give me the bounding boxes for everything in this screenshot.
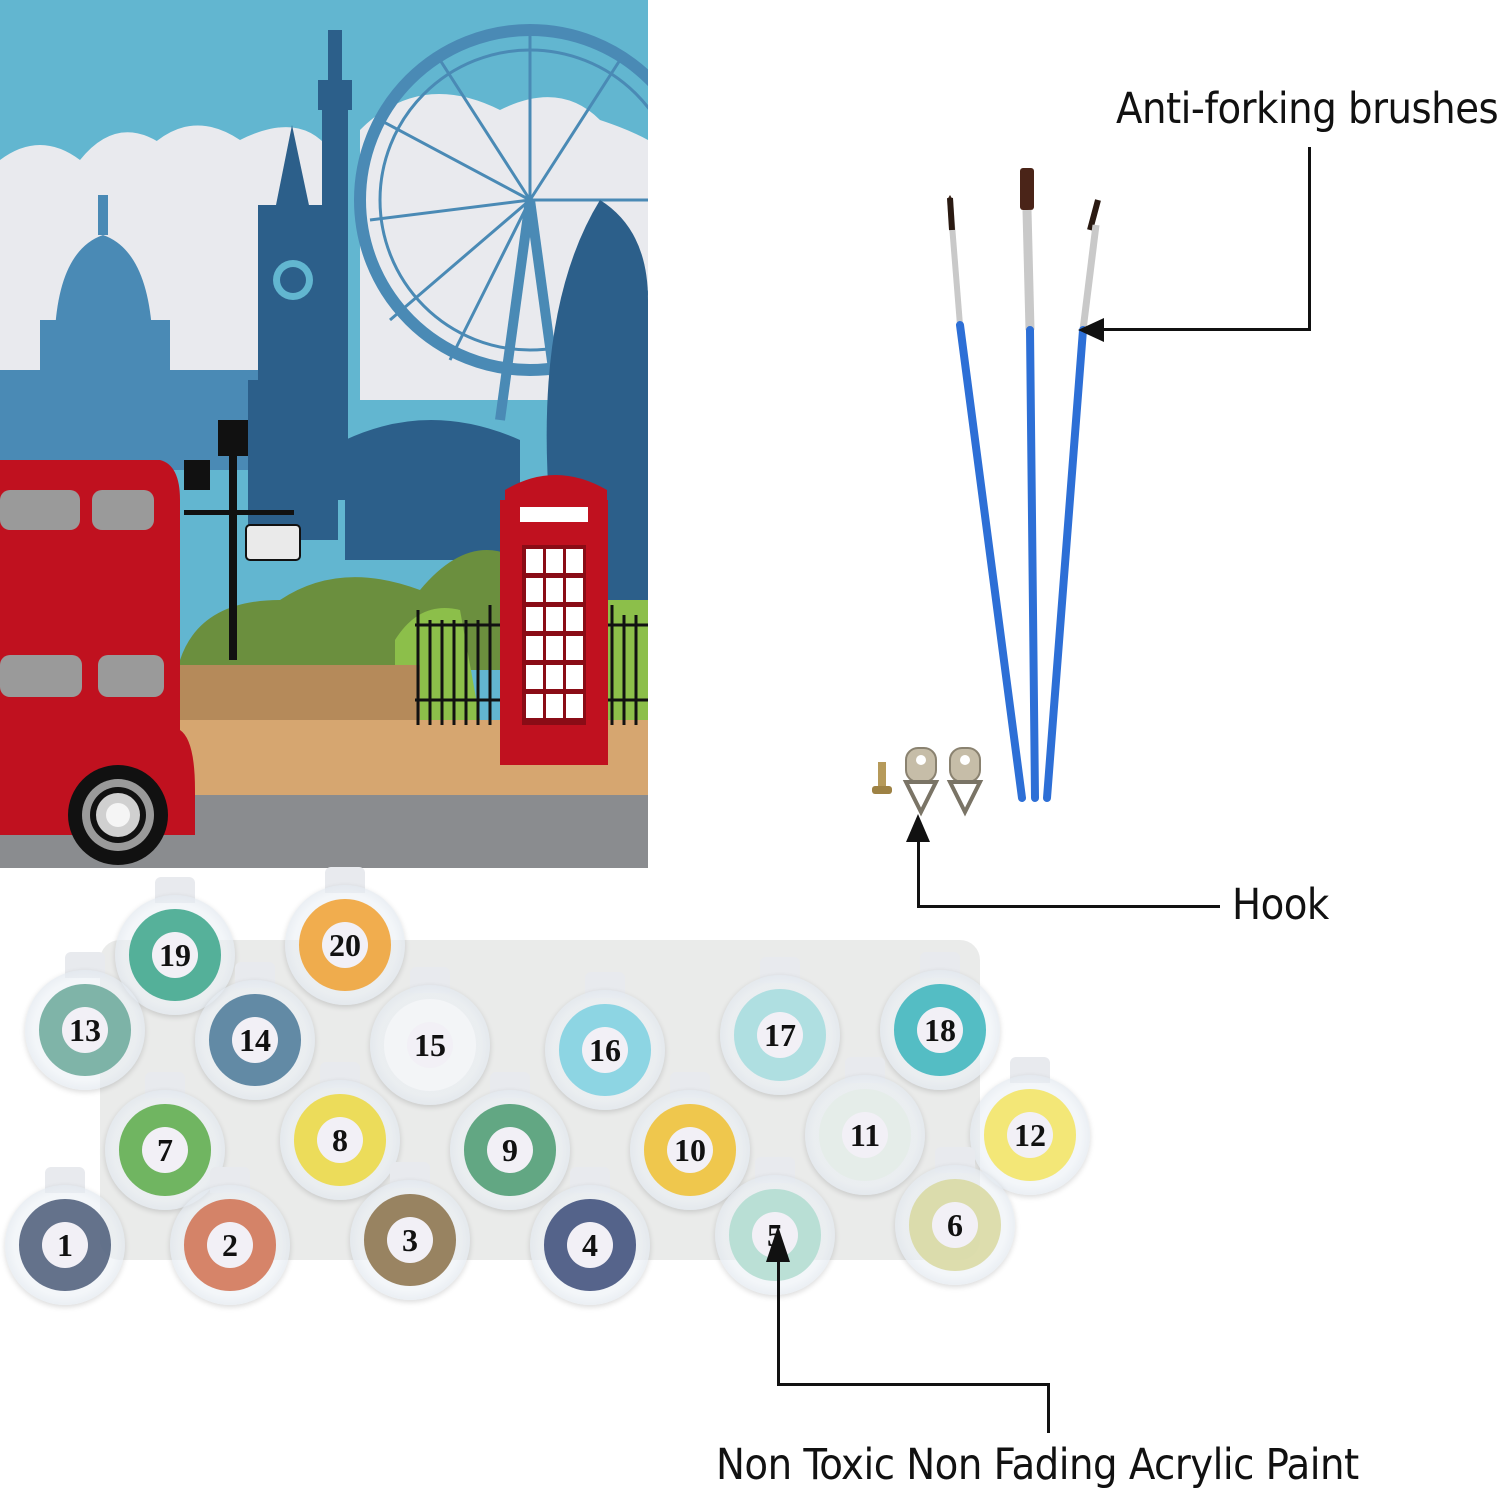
paint-pot-number: 8 (317, 1117, 363, 1163)
hook-icon (902, 747, 940, 817)
st-pauls-cathedral (0, 195, 260, 470)
paint-arrowhead-icon (766, 1226, 790, 1262)
paint-pot: 5 (715, 1175, 835, 1295)
hook-callout-horizontal (917, 905, 1220, 908)
brush-right (1043, 199, 1101, 802)
paint-pot: 13 (25, 970, 145, 1090)
hook-callout-vertical (917, 838, 920, 908)
paint-pot: 12 (970, 1075, 1090, 1195)
paint-pot-number: 7 (142, 1127, 188, 1173)
paint-callout-horizontal (777, 1383, 1050, 1386)
paint-pot: 15 (370, 985, 490, 1105)
paint-pot-number: 12 (1007, 1112, 1053, 1158)
lamp-post (184, 420, 294, 660)
telephone-box (500, 475, 608, 765)
hook-label: Hook (1232, 880, 1329, 930)
paint-pot: 3 (350, 1180, 470, 1300)
paint-pot-number: 3 (387, 1217, 433, 1263)
paint-pot-number: 17 (757, 1012, 803, 1058)
paint-callout-drop (1047, 1383, 1050, 1433)
brushes-callout-vertical (1308, 147, 1311, 331)
paint-pot-number: 14 (232, 1017, 278, 1063)
paint-pot-number: 2 (207, 1222, 253, 1268)
paint-callout-vertical (777, 1260, 780, 1386)
screw-icon (872, 762, 892, 794)
paint-pot-number: 9 (487, 1127, 533, 1173)
hooks-illustration (872, 747, 984, 817)
brushes-callout-horizontal (1100, 328, 1311, 331)
paint-pot-number: 11 (842, 1112, 888, 1158)
brush-left (947, 195, 1026, 802)
paint-pot: 4 (530, 1185, 650, 1305)
brushes-arrowhead-icon (1078, 318, 1104, 342)
london-painting (0, 0, 648, 868)
paint-pot: 17 (720, 975, 840, 1095)
paint-pot-number: 6 (932, 1202, 978, 1248)
paint-pot-number: 19 (152, 932, 198, 978)
paint-pot: 11 (805, 1075, 925, 1195)
hook-icon (946, 747, 984, 817)
paint-pot: 9 (450, 1090, 570, 1210)
paint-pot-number: 1 (42, 1222, 88, 1268)
railings (415, 605, 648, 725)
paint-pot-number: 15 (407, 1022, 453, 1068)
paint-pot-number: 18 (917, 1007, 963, 1053)
paint-pot: 16 (545, 990, 665, 1110)
london-skyline-illustration (0, 0, 648, 868)
paint-pot: 18 (880, 970, 1000, 1090)
paint-pot: 2 (170, 1185, 290, 1305)
paint-pot-number: 16 (582, 1027, 628, 1073)
paint-label: Non Toxic Non Fading Acrylic Paint (716, 1440, 1359, 1490)
double-decker-bus (0, 460, 195, 865)
hook-arrowhead-icon (906, 814, 930, 842)
paint-pot: 20 (285, 885, 405, 1005)
street-sign (245, 524, 301, 561)
paint-pot: 6 (895, 1165, 1015, 1285)
paint-pot: 8 (280, 1080, 400, 1200)
paint-pot-number: 20 (322, 922, 368, 968)
dome-building (345, 420, 520, 560)
wall (175, 665, 420, 723)
brushes-label: Anti-forking brushes (1116, 84, 1499, 134)
paint-pot: 10 (630, 1090, 750, 1210)
brushes-illustration (947, 168, 1101, 802)
brush-middle (1020, 168, 1039, 802)
paint-pot-number: 10 (667, 1127, 713, 1173)
paint-pot: 1 (5, 1185, 125, 1305)
paint-pot-number: 4 (567, 1222, 613, 1268)
paint-pot-number: 13 (62, 1007, 108, 1053)
paint-pot: 14 (195, 980, 315, 1100)
